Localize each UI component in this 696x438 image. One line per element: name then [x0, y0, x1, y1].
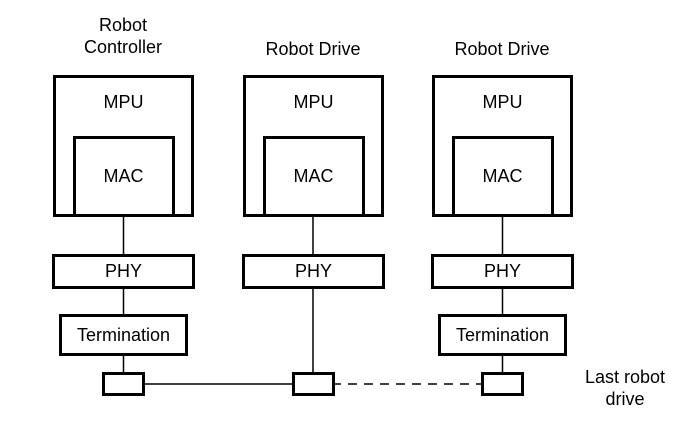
- mpu-label-3: MPU: [482, 92, 523, 112]
- mac-box-2: MAC: [262, 136, 365, 217]
- unit-title-robot-drive-1: Robot Drive: [265, 39, 361, 59]
- mpu-box-3: MPU MAC: [432, 75, 573, 217]
- termination-box-1: Termination: [59, 314, 188, 356]
- termination-label-1: Termination: [76, 324, 171, 345]
- phy-label-3: PHY: [483, 261, 521, 281]
- unit-title-robot-drive-2: Robot Drive: [454, 39, 550, 59]
- phy-box-3: PHY: [431, 254, 574, 289]
- last-robot-drive-note: Last robot drive: [584, 367, 666, 409]
- mac-label-2: MAC: [293, 166, 334, 186]
- mpu-label-1: MPU: [103, 92, 144, 112]
- mpu-box-1: MPU MAC: [53, 75, 194, 217]
- phy-box-2: PHY: [242, 254, 385, 289]
- mpu-label-2: MPU: [293, 92, 334, 112]
- mac-label-1: MAC: [103, 166, 144, 186]
- mac-box-1: MAC: [72, 136, 175, 217]
- bus-connector-1: [102, 372, 145, 396]
- mac-label-3: MAC: [482, 166, 523, 186]
- mpu-box-2: MPU MAC: [243, 75, 384, 217]
- mac-box-3: MAC: [451, 136, 554, 217]
- phy-label-1: PHY: [104, 261, 142, 281]
- unit-title-robot-controller: Robot Controller: [83, 15, 163, 57]
- termination-box-3: Termination: [438, 314, 567, 356]
- phy-label-2: PHY: [294, 261, 332, 281]
- bus-connector-2: [292, 372, 335, 396]
- bus-connector-3: [481, 372, 524, 396]
- termination-label-3: Termination: [455, 324, 550, 345]
- phy-box-1: PHY: [52, 254, 195, 289]
